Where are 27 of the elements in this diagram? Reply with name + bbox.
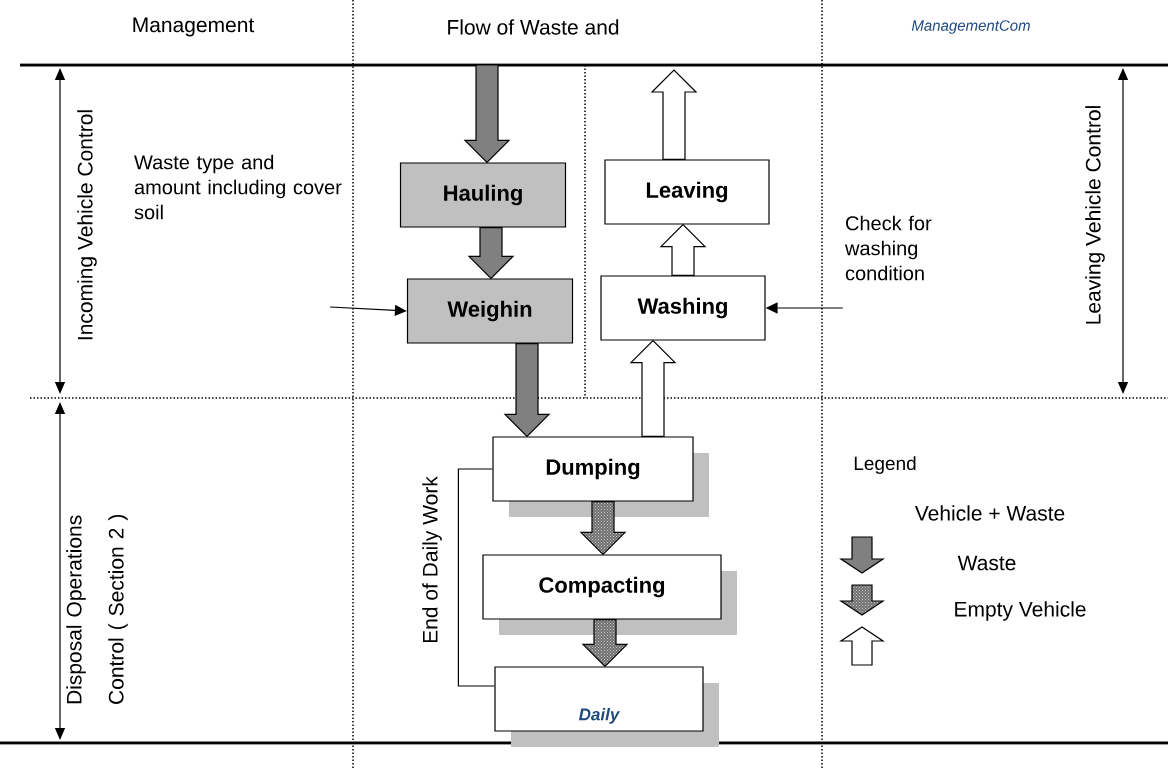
legend-title: Legend xyxy=(854,456,916,474)
column-header: Flow of Waste and xyxy=(448,19,619,35)
process-box: Compacting xyxy=(482,554,737,635)
section-label: Disposal Operations Control ( Section 2 ) xyxy=(66,514,128,704)
process-box: Leaving xyxy=(604,159,770,225)
legend-text: Empty Vehicle xyxy=(955,601,1086,621)
process-box: Weighin xyxy=(406,278,574,344)
process-box: Hauling xyxy=(399,162,567,228)
block-arrow xyxy=(629,339,677,437)
edge-label: End of Daily Work xyxy=(421,475,443,645)
note-text: Waste type and amount including cover soil xyxy=(134,154,342,220)
process-box: Washing xyxy=(600,275,766,341)
block-arrow xyxy=(467,227,515,280)
process-box: Dumping xyxy=(492,436,709,517)
block-arrow xyxy=(650,69,698,160)
section-label: Incoming Vehicle Control xyxy=(77,110,97,340)
bracket-line xyxy=(457,468,495,687)
section-label: Leaving Vehicle Control xyxy=(1085,106,1105,324)
process-box: Daily xyxy=(494,666,719,747)
legend-text: Vehicle + Waste xyxy=(914,505,1065,521)
legend-text: Waste xyxy=(957,555,1016,571)
block-arrow xyxy=(659,223,707,276)
note-text: Check for washing condition xyxy=(845,215,932,281)
block-arrow xyxy=(503,343,551,438)
column-header: Management xyxy=(133,17,255,37)
column-header: ManagementCom xyxy=(911,20,1030,34)
block-arrow xyxy=(463,64,511,164)
